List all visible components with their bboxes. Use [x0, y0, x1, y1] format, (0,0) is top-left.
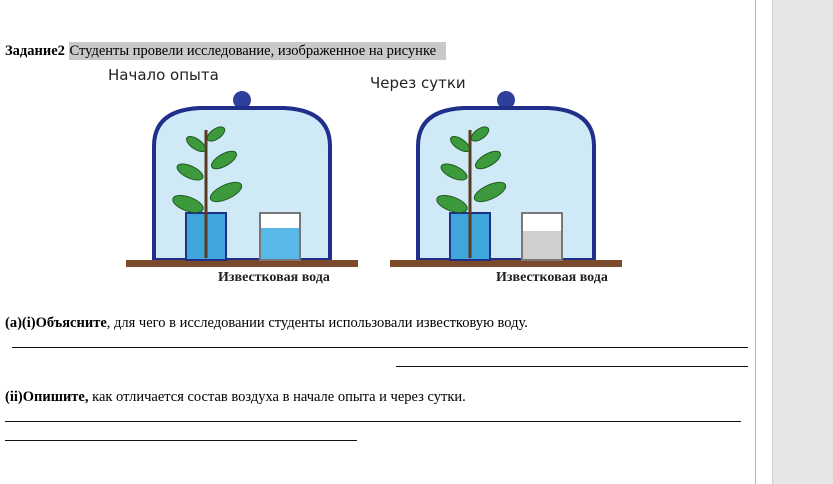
leaf: [475, 150, 501, 170]
base-plate: [126, 260, 358, 267]
plant-beaker-after: [436, 126, 507, 261]
bell-jar-after-illustration: [390, 91, 622, 267]
bell-jar-start-illustration: [126, 91, 358, 267]
question-a-verb: Объясните: [35, 315, 107, 331]
answer-line[interactable]: [396, 366, 748, 367]
leaf: [450, 135, 470, 153]
answer-line[interactable]: [5, 421, 741, 422]
limewater-beaker-start: [259, 212, 301, 261]
task-label: Задание2: [5, 43, 65, 59]
bell-jar-start: [126, 91, 358, 267]
left-limewater-label: Известковая вода: [218, 270, 330, 285]
limewater-clear: [261, 228, 299, 259]
leaf: [211, 150, 237, 170]
question-a-number: (a)(i): [5, 315, 36, 331]
limewater-cloudy: [523, 231, 561, 259]
question-b-number: (ii): [5, 389, 23, 405]
bell-dome: [416, 106, 596, 262]
answer-line[interactable]: [5, 440, 357, 441]
question-b-text: как отличается состав воздуха в начале о…: [88, 389, 466, 405]
bell-dome: [152, 106, 332, 262]
right-figure-caption: Через сутки: [370, 74, 466, 92]
leaf: [473, 181, 507, 203]
bell-knob: [497, 91, 515, 109]
limewater-beaker-after: [521, 212, 563, 261]
page-edge: [755, 0, 756, 484]
question-a-text: , для чего в исследовании студенты испол…: [106, 315, 528, 331]
answer-line[interactable]: [12, 347, 748, 348]
leaf: [186, 135, 206, 153]
question-a: (a)(i)Объясните, для чего в исследовании…: [5, 315, 528, 332]
left-figure-caption: Начало опыта: [108, 66, 219, 84]
leaf: [209, 181, 243, 203]
bell-jar-after: [390, 91, 622, 267]
leaf: [206, 126, 226, 142]
plant-beaker-start: [172, 126, 243, 261]
question-b-verb: Опишите,: [22, 389, 89, 405]
document-page: Задание2 Студенты провели исследование, …: [5, 42, 748, 441]
right-limewater-label: Известковая вода: [496, 270, 608, 285]
leaf: [436, 194, 468, 214]
leaf: [440, 163, 468, 181]
base-plate: [390, 260, 622, 267]
question-b: (ii)Опишите, как отличается состав возду…: [5, 389, 466, 406]
bell-knob: [233, 91, 251, 109]
task-text: Студенты провели исследование, изображен…: [68, 42, 447, 60]
task-heading: Задание2 Студенты провели исследование, …: [5, 42, 447, 60]
leaf: [172, 194, 204, 214]
leaf: [176, 163, 204, 181]
leaf: [470, 126, 490, 142]
side-panel: [772, 0, 833, 484]
page-gutter: [756, 0, 772, 484]
